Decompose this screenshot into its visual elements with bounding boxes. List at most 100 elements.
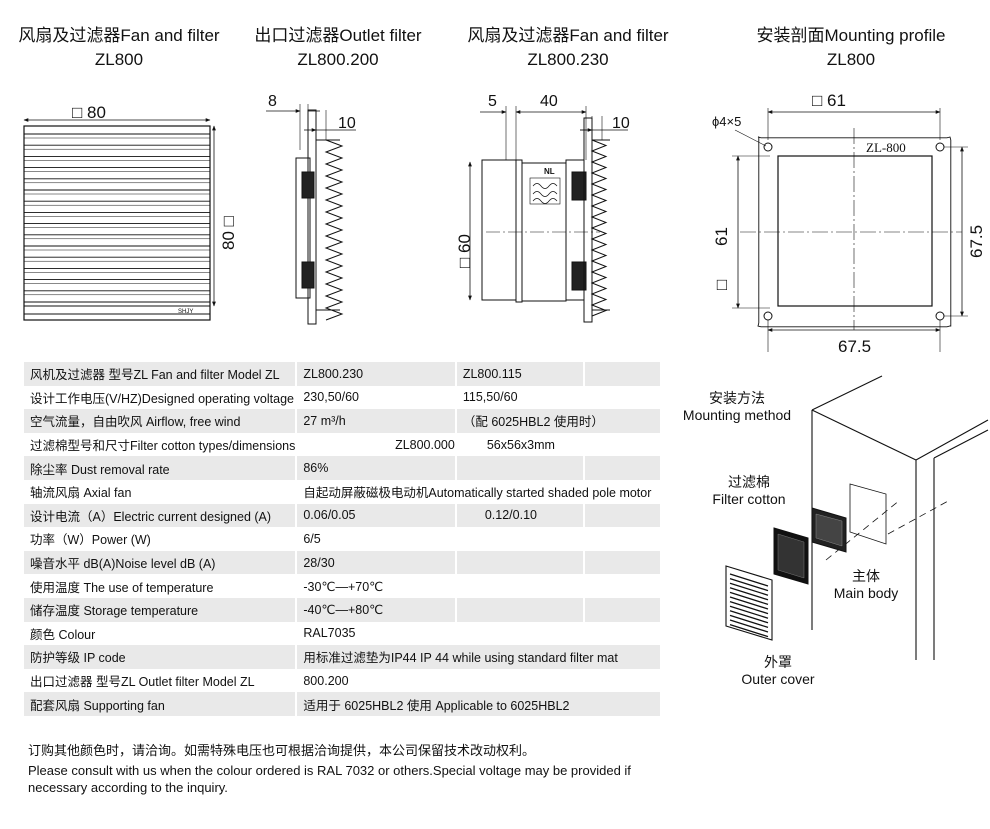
spec-value bbox=[454, 668, 584, 693]
spec-label: 过滤棉型号和尺寸Filter cotton types/dimensions bbox=[30, 439, 296, 454]
dim-c: 10 bbox=[612, 115, 630, 132]
spec-row: 使用温度 The use of temperature -30℃—+70℃ bbox=[24, 574, 660, 598]
spec-value: 230,50/60 bbox=[295, 385, 456, 410]
spec-row: 功率（W）Power (W)6/5 bbox=[24, 527, 660, 551]
spec-value: 自起动屏蔽磁极电动机Automatically started shaded p… bbox=[295, 479, 660, 504]
spec-label: 空气流量，自由吹风 Airflow, free wind bbox=[24, 409, 297, 433]
label-en: Main body bbox=[833, 585, 899, 601]
spec-value: 28/30 bbox=[295, 550, 456, 575]
spec-label: 风机及过滤器 型号ZL Fan and filter Model ZL bbox=[24, 362, 297, 386]
mounting-illustration bbox=[725, 375, 989, 660]
header-mounting-profile: 安装剖面Mounting profile ZL800 bbox=[738, 24, 964, 72]
panel-outline bbox=[757, 136, 952, 328]
spec-value bbox=[454, 527, 584, 551]
fan-louvers bbox=[590, 139, 608, 317]
drawing-mounting-profile: □ 61 ϕ4×5 ZL-800 61 □ 67.5 67.5 bbox=[712, 91, 986, 356]
spec-value bbox=[582, 550, 660, 575]
spec-value bbox=[454, 597, 584, 622]
dim-b: 10 bbox=[338, 115, 356, 132]
spec-value: 800.200 bbox=[295, 668, 456, 693]
spec-label: 除尘率 Dust removal rate bbox=[24, 456, 297, 480]
spec-value bbox=[582, 668, 660, 693]
spec-row: 设计电流（A）Electric current designed (A)0.06… bbox=[24, 503, 660, 528]
header-model: ZL800.200 bbox=[297, 50, 379, 69]
spec-value: RAL7035 bbox=[295, 621, 456, 646]
spec-value: 6/5 bbox=[295, 527, 456, 551]
spec-value: 0.12/0.10 bbox=[454, 503, 584, 528]
spec-row: 颜色 Colour RAL7035 bbox=[24, 621, 660, 646]
label-filter-cotton: 过滤棉 Filter cotton bbox=[694, 474, 804, 508]
spec-row: 轴流风扇 Axial fan 自起动屏蔽磁极电动机Automatically st… bbox=[24, 479, 660, 504]
spec-row: 储存温度 Storage temperature-40℃—+80℃ bbox=[24, 597, 660, 622]
note-en-2: necessary according to the inquiry. bbox=[28, 780, 228, 795]
spec-value bbox=[582, 503, 660, 528]
spec-value bbox=[454, 621, 584, 646]
spec-value: 115,50/60 bbox=[454, 385, 584, 410]
label-mounting-method: 安装方法 Mounting method bbox=[672, 390, 802, 424]
spec-label: 使用温度 The use of temperature bbox=[30, 580, 214, 595]
drawing-outlet-side: 8 10 bbox=[266, 93, 356, 325]
height-label: 80 □ bbox=[219, 216, 238, 250]
spec-value bbox=[454, 550, 584, 575]
spec-value bbox=[582, 385, 660, 410]
dim-b: 40 bbox=[540, 93, 558, 110]
dim-left: 61 bbox=[712, 227, 731, 246]
spec-value bbox=[454, 456, 584, 480]
spec-label: 颜色 Colour bbox=[30, 627, 96, 642]
spec-label: 配套风扇 Supporting fan bbox=[24, 692, 297, 716]
spec-value bbox=[582, 362, 660, 386]
header-model: ZL800.230 bbox=[527, 50, 609, 69]
spec-value bbox=[582, 621, 660, 646]
header-model: ZL800 bbox=[826, 50, 876, 69]
dim-bottom: 67.5 bbox=[838, 337, 871, 356]
dim-a: 8 bbox=[268, 93, 277, 110]
drawing-fan-side: 5 40 10 NL □ 60 bbox=[455, 93, 630, 323]
cover-louvers bbox=[729, 573, 769, 638]
label-en: Filter cotton bbox=[712, 491, 786, 507]
spec-label: 噪音水平 dB(A)Noise level dB (A) bbox=[24, 550, 297, 575]
spec-value: -30℃—+70℃ bbox=[295, 574, 456, 598]
label-cn: 安装方法 bbox=[709, 390, 765, 406]
header-title: 风扇及过滤器Fan and filter bbox=[18, 26, 220, 45]
header-fan-filter-230: 风扇及过滤器Fan and filter ZL800.230 bbox=[452, 24, 684, 72]
spec-label: 设计工作电压(V/HZ)Designed operating voltage bbox=[30, 391, 294, 406]
spec-value: ZL800.115 bbox=[454, 362, 584, 386]
spec-value: 用标准过滤垫为IP44 IP 44 while using standard f… bbox=[295, 645, 660, 669]
spec-value: ZL800.230 bbox=[295, 362, 456, 386]
header-title: 安装剖面Mounting profile bbox=[756, 26, 946, 45]
dim-right: 67.5 bbox=[967, 225, 986, 258]
spec-label: 轴流风扇 Axial fan bbox=[30, 486, 132, 501]
width-label: □ 80 bbox=[72, 103, 106, 122]
spec-value bbox=[582, 456, 660, 480]
header-title: 风扇及过滤器Fan and filter bbox=[467, 26, 669, 45]
label-cn: 外罩 bbox=[764, 654, 792, 670]
dim-top: □ 61 bbox=[812, 91, 846, 110]
plate-label: ZL-800 bbox=[866, 140, 906, 155]
spec-value: （配 6025HBL2 使用时） bbox=[454, 409, 660, 433]
label-main-body: 主体 Main body bbox=[816, 568, 916, 602]
header-title: 出口过滤器Outlet filter bbox=[254, 26, 422, 45]
spec-value bbox=[582, 597, 660, 622]
spec-value bbox=[454, 574, 584, 598]
spec-value: 0.06/0.05 bbox=[295, 503, 456, 528]
spec-value: 86% bbox=[295, 456, 456, 480]
spec-value bbox=[582, 527, 660, 551]
spec-value bbox=[582, 574, 660, 598]
spec-label: 防护等级 IP code bbox=[24, 645, 297, 669]
note-en-1: Please consult with us when the colour o… bbox=[28, 763, 631, 778]
label-en: Mounting method bbox=[682, 407, 792, 423]
spec-value: ZL800.000 bbox=[295, 432, 456, 457]
label-cn: 过滤棉 bbox=[728, 474, 770, 490]
dim-a: 5 bbox=[488, 93, 497, 110]
label-nl: NL bbox=[544, 167, 555, 176]
label-cn: 主体 bbox=[852, 568, 880, 584]
